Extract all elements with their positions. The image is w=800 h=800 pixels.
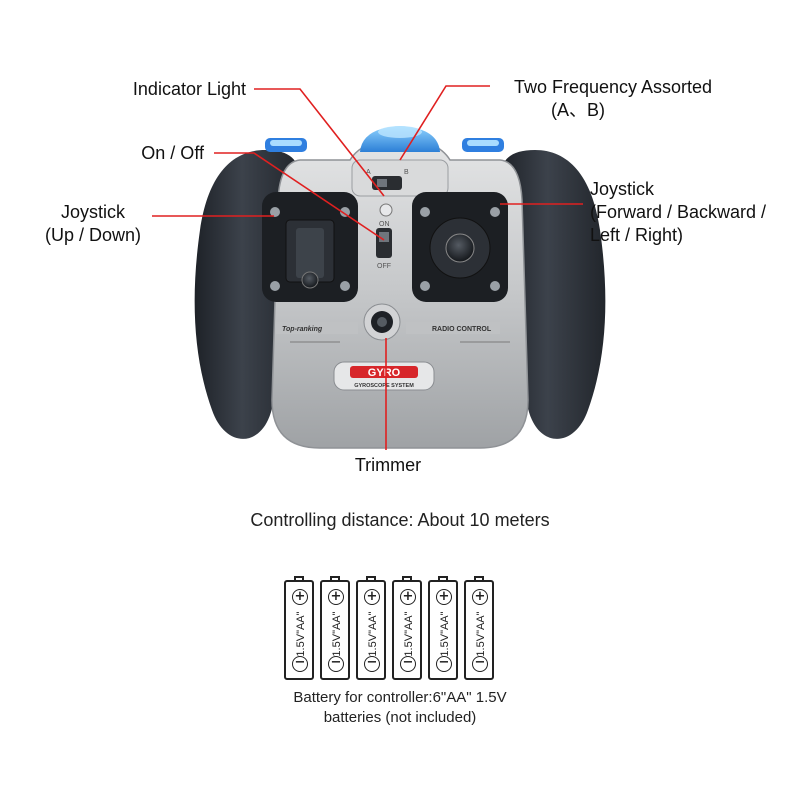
label-joystick-right-line1: Joystick	[590, 179, 655, 199]
trimmer-knob-icon[interactable]	[363, 303, 401, 341]
antenna-cap-icon	[360, 126, 440, 152]
label-two-frequency-line2: (A、B)	[551, 100, 605, 120]
battery-label: 1.5V"AA"	[295, 611, 307, 657]
battery-terminal	[330, 576, 340, 581]
battery-body: +1.5V"AA"−	[464, 580, 494, 680]
switch-off-text: OFF	[377, 263, 391, 270]
label-on-off: On / Off	[141, 143, 204, 163]
freq-a-text: A	[366, 169, 371, 176]
callout-lines	[152, 85, 583, 450]
battery-icon: +1.5V"AA"−	[284, 576, 314, 680]
battery-icon: +1.5V"AA"−	[392, 576, 422, 680]
label-joystick-left-line2: (Up / Down)	[44, 225, 142, 245]
battery-body: +1.5V"AA"−	[356, 580, 386, 680]
gyro-text: GYRO	[368, 367, 401, 379]
battery-terminal	[366, 576, 376, 581]
battery-caption-line2: batteries (not included)	[323, 709, 477, 726]
freq-b-text: B	[404, 169, 409, 176]
label-trimmer: Trimmer	[354, 455, 422, 475]
label-joystick-left-line1: Joystick	[60, 202, 125, 222]
switch-on-text: ON	[379, 221, 390, 228]
plus-icon: +	[292, 589, 308, 605]
brand-left-text: Top-ranking	[282, 326, 323, 333]
minus-icon: −	[400, 656, 416, 672]
plus-icon: +	[328, 589, 344, 605]
gyro-sub-text: GYROSCOPE SYSTEM	[354, 383, 414, 389]
label-joystick-right-line3: Left / Right)	[590, 225, 684, 245]
battery-label: 1.5V"AA"	[403, 611, 415, 657]
battery-icon: +1.5V"AA"−	[320, 576, 350, 680]
minus-icon: −	[436, 656, 452, 672]
label-joystick-right-line2: (Forward / Backward /	[590, 202, 767, 222]
callout-indicator-light	[254, 88, 385, 197]
battery-terminal	[474, 576, 484, 581]
brand-right-text: RADIO CONTROL	[432, 326, 492, 333]
battery-icon: +1.5V"AA"−	[464, 576, 494, 680]
battery-icon: +1.5V"AA"−	[356, 576, 386, 680]
battery-label: 1.5V"AA"	[331, 611, 343, 657]
minus-icon: −	[364, 656, 380, 672]
battery-label: 1.5V"AA"	[367, 611, 379, 657]
power-switch[interactable]	[376, 228, 392, 258]
indicator-light-icon	[379, 203, 393, 217]
battery-label: 1.5V"AA"	[439, 611, 451, 657]
plus-icon: +	[472, 589, 488, 605]
controlling-distance-caption: Controlling distance: About 10 meters	[250, 510, 550, 530]
battery-body: +1.5V"AA"−	[428, 580, 458, 680]
right-joystick[interactable]	[412, 192, 508, 302]
gyro-badge: GYRO GYROSCOPE SYSTEM	[333, 361, 435, 391]
left-joystick[interactable]	[262, 192, 358, 302]
callout-on-off	[214, 152, 385, 241]
battery-body: +1.5V"AA"−	[284, 580, 314, 680]
battery-caption-line1: Battery for controller:6"AA" 1.5V	[293, 689, 507, 706]
plus-icon: +	[436, 589, 452, 605]
plus-icon: +	[364, 589, 380, 605]
battery-row: +1.5V"AA"−+1.5V"AA"−+1.5V"AA"−+1.5V"AA"−…	[284, 576, 514, 680]
battery-label: 1.5V"AA"	[475, 611, 487, 657]
battery-body: +1.5V"AA"−	[392, 580, 422, 680]
battery-terminal	[438, 576, 448, 581]
plus-icon: +	[400, 589, 416, 605]
callout-two-frequency	[399, 85, 490, 161]
minus-icon: −	[328, 656, 344, 672]
label-indicator-light: Indicator Light	[132, 79, 246, 99]
battery-icon: +1.5V"AA"−	[428, 576, 458, 680]
battery-body: +1.5V"AA"−	[320, 580, 350, 680]
label-two-frequency-line1: Two Frequency Assorted	[513, 77, 713, 97]
battery-terminal	[294, 576, 304, 581]
minus-icon: −	[292, 656, 308, 672]
minus-icon: −	[472, 656, 488, 672]
battery-terminal	[402, 576, 412, 581]
